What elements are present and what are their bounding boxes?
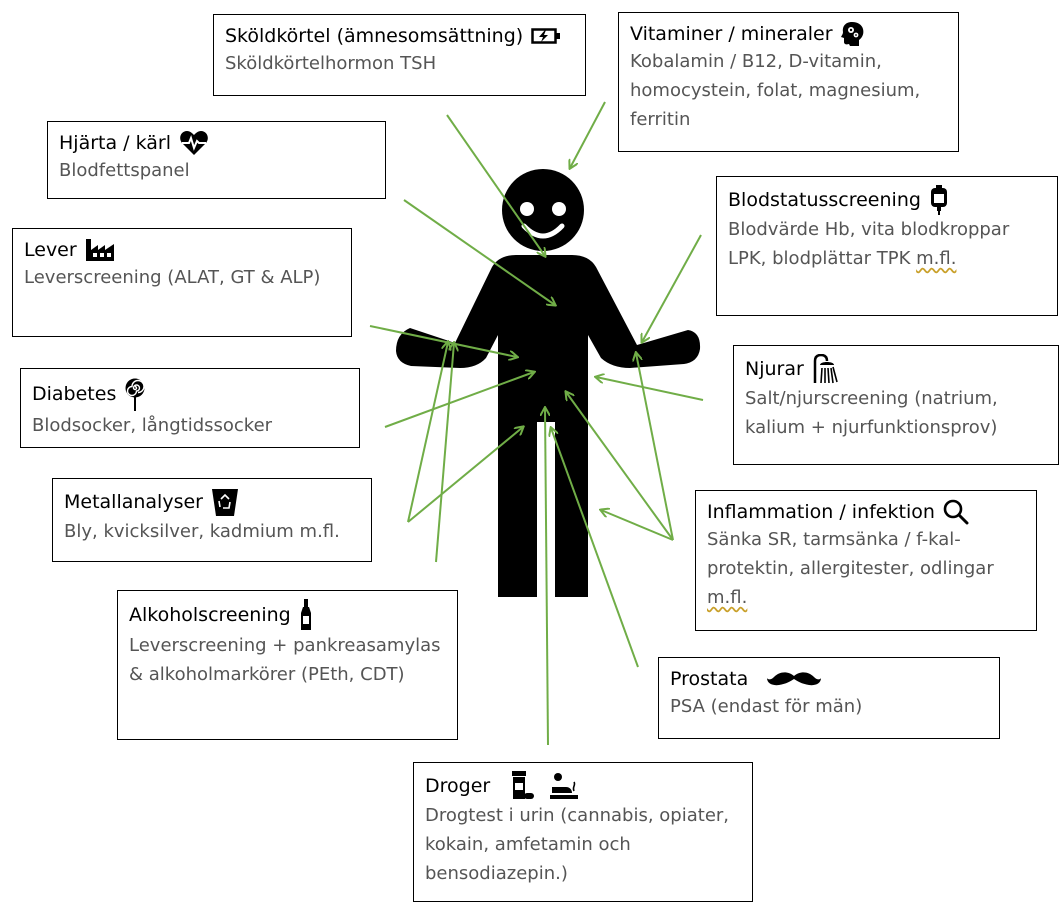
figure-left-eye [520,202,534,216]
arrow-hjarta [403,199,555,305]
hjarta-title: Hjärta / kärl [59,132,171,154]
vitaminer-title: Vitaminer / mineraler [630,23,833,45]
bottle-icon [299,599,313,631]
blodstatus-title: Blodstatusscreening [728,189,921,211]
lever-desc: Leverscreening (ALAT, GT & ALP) [24,267,321,288]
arrow-droger [545,408,548,746]
arrow-diabetes [384,372,534,428]
box-metall: Metallanalyser Bly, kvicksilver, kadmium… [52,478,372,562]
shower-icon [812,354,838,384]
arrow-njurar [596,377,704,401]
prostata-title: Prostata [670,668,749,690]
box-droger: Droger Drogtest i urin (cannabis, opiate… [413,762,753,902]
lollipop-icon [124,377,146,411]
heartbeat-icon [179,130,209,156]
njurar-desc: Salt/njurscreening (natrium, kalium + nj… [745,388,998,438]
diabetes-desc: Blodsocker, långtidssocker [32,415,273,436]
droger-title: Droger [425,775,491,797]
diabetes-title: Diabetes [32,383,117,405]
box-alkohol: Alkoholscreening Leverscreening + pankre… [117,590,458,740]
box-diabetes: Diabetes Blodsocker, långtidssocker [20,368,360,448]
box-vitaminer: Vitaminer / mineraler Kobalamin / B12, D… [618,12,959,152]
arrow-metall-1 [407,427,523,523]
vitaminer-desc: Kobalamin / B12, D-vitamin, homocystein,… [630,51,921,130]
skoldkortel-title: Sköldkörtel (ämnesomsättning) [225,25,524,47]
box-inflammation: Inflammation / infektion Sänka SR, tarms… [695,490,1037,631]
recycle-bin-icon [211,487,239,517]
mustache-icon [766,670,822,688]
njurar-title: Njurar [745,358,804,380]
inflammation-title: Inflammation / infektion [707,501,935,523]
inflammation-desc-mfl: m.fl. [707,587,748,608]
metall-desc: Bly, kvicksilver, kadmium m.fl. [64,521,340,542]
blood-bag-icon [929,185,949,215]
figure-right-eye [552,202,566,216]
head-gears-icon [840,21,865,47]
alkohol-title: Alkoholscreening [129,604,291,626]
arrow-inflammation-3 [636,353,674,541]
lever-title: Lever [24,239,77,261]
blodstatus-desc-mfl: m.fl. [916,248,957,269]
battery-charging-icon [531,27,561,45]
box-prostata: Prostata PSA (endast för män) [658,657,1000,739]
arrow-skoldkortel [446,114,545,256]
arrow-blodstatus [642,234,702,342]
box-blodstatus: Blodstatusscreening Blodvärde Hb, vita b… [716,176,1058,316]
smoking-icon [550,772,579,800]
box-hjarta: Hjärta / kärl Blodfettspanel [47,121,386,199]
arrow-prostata [551,428,639,668]
figure-head [502,169,584,251]
box-skoldkortel: Sköldkörtel (ämnesomsättning) Sköldkörte… [213,14,586,96]
search-icon [943,499,969,525]
inflammation-desc: Sänka SR, tarmsänka / f-kal-protektin, a… [707,529,994,579]
factory-icon [85,238,115,262]
arrow-vitaminer [570,101,606,168]
figure-body [396,255,701,597]
skoldkortel-desc: Sköldkörtelhormon TSH [225,53,437,74]
prostata-desc: PSA (endast för män) [670,696,863,717]
arrow-alkohol [435,343,454,563]
box-njurar: Njurar Salt/njurscreening (natrium, kali… [733,345,1059,465]
box-lever: Lever Leverscreening (ALAT, GT & ALP) [12,228,352,337]
arrow-metall-2 [407,342,448,523]
arrows [369,101,704,746]
human-figure [396,169,701,597]
alkohol-desc: Leverscreening + pankreasamylas & alkoho… [129,635,441,685]
hjarta-desc: Blodfettspanel [59,160,190,181]
arrow-inflammation-2 [566,392,674,541]
droger-desc: Drogtest i urin (cannabis, opiater, koka… [425,805,730,884]
arrow-inflammation-1 [601,510,674,541]
metall-title: Metallanalyser [64,491,203,513]
pill-bottle-icon [510,771,535,801]
blodstatus-desc: Blodvärde Hb, vita blodkroppar LPK, blod… [728,219,1010,269]
